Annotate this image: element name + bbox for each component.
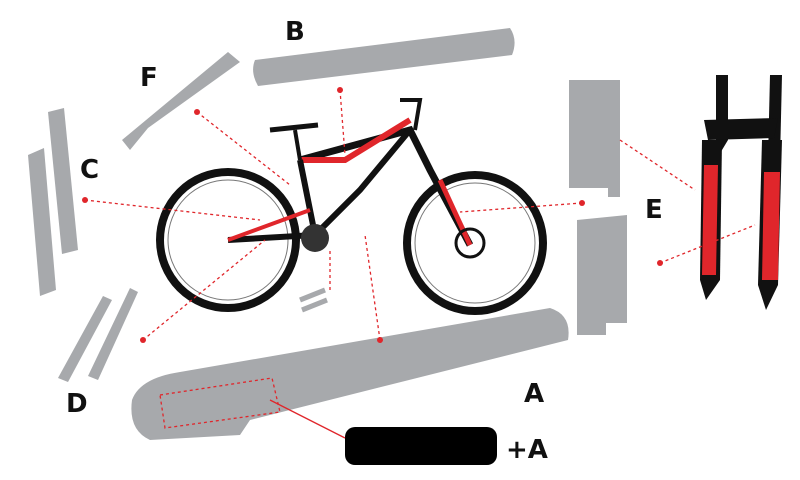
part-b (253, 28, 515, 86)
label-f: F (140, 63, 158, 93)
part-c-1 (28, 148, 56, 296)
fork (700, 75, 782, 310)
part-e-1 (569, 80, 620, 197)
label-c: C (80, 155, 99, 185)
part-c-2 (48, 108, 78, 254)
label-plus-a: +A (506, 435, 548, 465)
label-d: D (66, 389, 88, 419)
label-a: A (524, 379, 544, 409)
bike (156, 98, 547, 315)
label-e: E (645, 195, 663, 225)
part-d-1 (58, 296, 112, 382)
label-b: B (285, 17, 305, 47)
part-plus-a (345, 427, 497, 465)
part-f (122, 52, 240, 150)
part-d-2 (88, 288, 138, 380)
part-a (131, 308, 569, 440)
part-e-2 (577, 215, 627, 335)
